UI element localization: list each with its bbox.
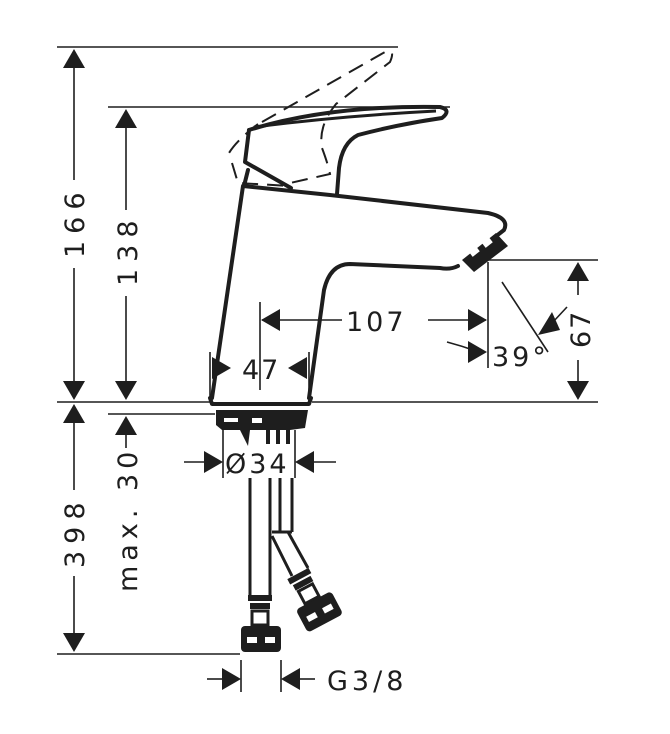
dimension-diameter-34: Ø34 [184, 449, 336, 480]
dimension-166: 166 [60, 49, 91, 400]
hose-fitting-straight [241, 595, 281, 652]
dimension-67: 67 [566, 262, 597, 400]
dim-label-diameter-34: Ø34 [225, 449, 290, 480]
arrow-down-icon [115, 381, 137, 400]
dim-label-max-30: max. 30 [113, 447, 144, 592]
lever-handle [242, 104, 449, 196]
dim-label-138: 138 [113, 213, 144, 286]
dimension-g3-8: G3/8 [207, 666, 407, 697]
hose-fitting-angled [287, 567, 342, 632]
dim-label-67: 67 [566, 310, 597, 348]
dim-label-107: 107 [346, 307, 407, 338]
arrow-up-icon [115, 109, 137, 128]
lever-handle-open-outline [228, 50, 394, 187]
dimension-max-30: max. 30 [113, 416, 144, 592]
arrow-right-icon [468, 341, 487, 363]
dimension-107: 107 [261, 307, 487, 338]
dim-label-39-degrees: 39° [492, 342, 549, 373]
extension-lines [57, 46, 598, 692]
arrow-right-icon [204, 451, 223, 473]
dim-label-398: 398 [60, 495, 91, 568]
dimension-138: 138 [113, 109, 144, 400]
arrow-down-icon [567, 381, 589, 400]
arrow-up-icon [567, 262, 589, 281]
arrow-left-icon [295, 451, 314, 473]
arrow-up-icon [115, 416, 137, 435]
faucet-body [208, 184, 508, 406]
arrow-down-icon [63, 381, 85, 400]
arrow-up-icon [63, 49, 85, 68]
arrow-up-icon [63, 404, 85, 423]
supply-hoses [241, 478, 342, 652]
arrow-down-icon [63, 633, 85, 652]
aerator [462, 233, 508, 272]
dim-label-166: 166 [60, 185, 91, 258]
arrow-diagonal-icon [538, 312, 560, 335]
dim-label-g3-8: G3/8 [327, 666, 407, 697]
arrow-left-icon [288, 357, 307, 379]
arrow-left-icon [261, 309, 280, 331]
dimension-angle-39: 39° [446, 306, 568, 373]
dimension-398: 398 [60, 404, 91, 652]
dimension-47: 47 [212, 355, 307, 386]
dim-label-47: 47 [242, 355, 280, 386]
arrow-right-icon [222, 668, 241, 690]
arrow-right-icon [468, 309, 487, 331]
arrow-left-icon [281, 668, 300, 690]
mounting-nut [216, 410, 308, 446]
